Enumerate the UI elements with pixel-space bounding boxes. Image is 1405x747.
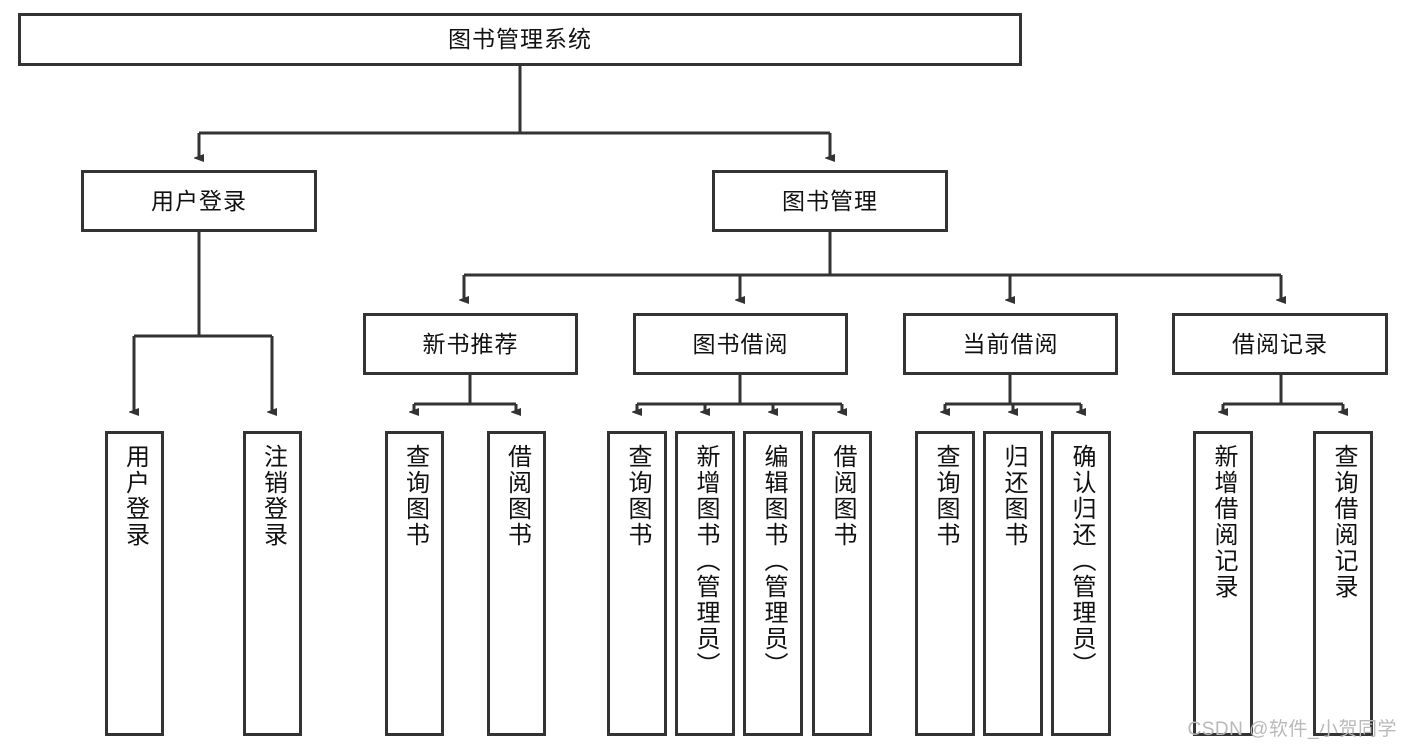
node-current-borrow-label: 当前借阅	[962, 330, 1059, 357]
leaf-query-book-1-label: 查询图书	[401, 444, 429, 548]
leaf-add-book[interactable]: 新增图书（管理员）	[675, 431, 735, 736]
watermark-text: CSDN @软件_小贺同学	[1187, 719, 1397, 740]
leaf-query-book-1[interactable]: 查询图书	[385, 431, 444, 736]
leaf-logout-login-label: 注销登录	[259, 444, 287, 548]
leaf-return-book-label: 归还图书	[1000, 444, 1027, 548]
leaf-confirm-return-label: 确认归还（管理员）	[1068, 444, 1095, 678]
node-user-login[interactable]: 用户登录	[81, 170, 317, 232]
leaf-add-record[interactable]: 新增借阅记录	[1193, 431, 1253, 736]
node-borrow-record[interactable]: 借阅记录	[1172, 313, 1388, 375]
leaf-borrow-book-2-label: 借阅图书	[829, 444, 856, 548]
node-book-borrow[interactable]: 图书借阅	[633, 313, 848, 375]
leaf-confirm-return[interactable]: 确认归还（管理员）	[1051, 431, 1111, 736]
node-current-borrow[interactable]: 当前借阅	[903, 313, 1118, 375]
node-book-manage-label: 图书管理	[782, 187, 878, 214]
leaf-borrow-book-1[interactable]: 借阅图书	[487, 431, 546, 736]
leaf-return-book[interactable]: 归还图书	[983, 431, 1043, 736]
node-user-login-label: 用户登录	[151, 187, 247, 214]
leaf-logout-login[interactable]: 注销登录	[243, 431, 302, 736]
leaf-query-book-2-label: 查询图书	[624, 444, 651, 548]
leaf-borrow-book-1-label: 借阅图书	[503, 444, 531, 548]
node-new-book-rec[interactable]: 新书推荐	[363, 313, 578, 375]
leaf-edit-book-label: 编辑图书（管理员）	[760, 444, 787, 678]
leaf-query-record-label: 查询借阅记录	[1330, 444, 1357, 600]
leaf-user-login[interactable]: 用户登录	[105, 431, 164, 736]
leaf-borrow-book-2[interactable]: 借阅图书	[812, 431, 872, 736]
leaf-query-record[interactable]: 查询借阅记录	[1313, 431, 1373, 736]
node-borrow-record-label: 借阅记录	[1232, 330, 1328, 357]
node-book-manage[interactable]: 图书管理	[712, 170, 948, 232]
node-root[interactable]: 图书管理系统	[18, 13, 1022, 66]
node-root-label: 图书管理系统	[448, 26, 592, 53]
leaf-user-login-label: 用户登录	[121, 444, 149, 548]
leaf-query-book-3[interactable]: 查询图书	[915, 431, 975, 736]
leaf-query-book-3-label: 查询图书	[932, 444, 959, 548]
leaf-query-book-2[interactable]: 查询图书	[607, 431, 667, 736]
leaf-add-record-label: 新增借阅记录	[1210, 444, 1237, 600]
leaf-add-book-label: 新增图书（管理员）	[692, 444, 719, 678]
node-new-book-rec-label: 新书推荐	[422, 330, 519, 357]
node-book-borrow-label: 图书借阅	[692, 330, 789, 357]
leaf-edit-book[interactable]: 编辑图书（管理员）	[743, 431, 803, 736]
